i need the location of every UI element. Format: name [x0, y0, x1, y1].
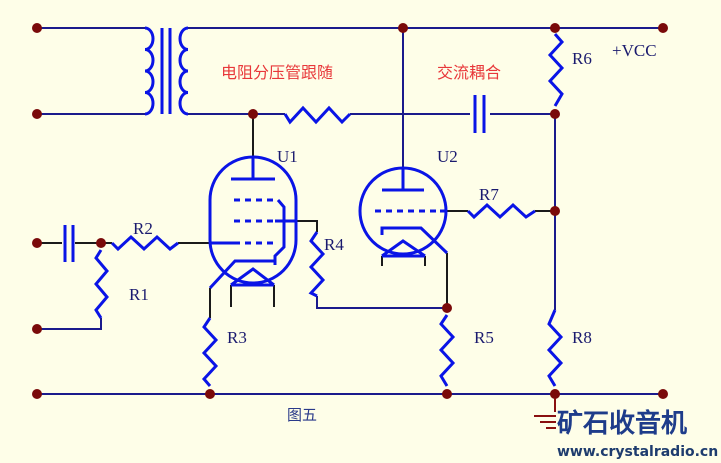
label-u2: U2 — [437, 147, 458, 166]
logo-icon — [534, 398, 556, 429]
tube-u2 — [358, 166, 449, 258]
transformer-primary-coil — [144, 26, 155, 116]
terminal-ground-right[interactable] — [658, 389, 668, 399]
junction-r6-bottom — [550, 109, 560, 119]
wires — [37, 27, 663, 395]
resistor-r7 — [466, 202, 536, 220]
terminal-input-top[interactable] — [32, 23, 42, 33]
u1-suppressor-link — [273, 199, 286, 265]
label-r8: R8 — [572, 328, 592, 347]
terminal-vcc[interactable] — [658, 23, 668, 33]
junction-u1-plate — [248, 109, 258, 119]
resistor-r1 — [94, 249, 109, 319]
resistor-r8 — [546, 309, 564, 387]
label-vcc: +VCC — [612, 41, 657, 60]
label-r7: R7 — [479, 185, 499, 204]
terminal-ground-left[interactable] — [32, 389, 42, 399]
u2-cathode — [380, 226, 449, 255]
labels: 电阻分压管跟随 交流耦合 +VCC U1 U2 R1 R2 R3 R4 R5 R… — [129, 41, 657, 424]
figure-caption: 图五 — [287, 406, 317, 424]
junction-u2-plate — [398, 23, 408, 33]
resistor-r2 — [110, 234, 179, 252]
resistor-r5 — [438, 314, 456, 387]
u1-cathode — [208, 259, 275, 290]
wire-r4-to-r5 — [316, 296, 447, 309]
u1-heater — [230, 267, 275, 287]
junction-r3-ground — [205, 389, 215, 399]
junction-r8-ground — [550, 389, 560, 399]
label-r1: R1 — [129, 285, 149, 304]
tube-u1 — [208, 155, 298, 290]
watermark-url[interactable]: www.crystalradio.cn — [557, 444, 718, 460]
u2-heater — [381, 239, 426, 258]
terminal-signal-in[interactable] — [32, 238, 42, 248]
label-r3: R3 — [227, 328, 247, 347]
resistors — [94, 33, 565, 387]
wire-screen-to-r4 — [295, 220, 318, 232]
transformer — [144, 26, 189, 116]
watermark-logo-text: 矿石收音机 — [557, 408, 687, 439]
junction-r6-top — [550, 23, 560, 33]
junction-r5-ground — [442, 389, 452, 399]
transformer-secondary-coil — [178, 26, 189, 116]
label-r5: R5 — [474, 328, 494, 347]
resistor-r3 — [201, 317, 219, 387]
input-capacitor — [63, 225, 75, 262]
annotation-ac-coupling: 交流耦合 — [437, 63, 501, 82]
terminal-signal-return[interactable] — [32, 324, 42, 334]
coupling-capacitor — [473, 95, 486, 133]
u1-envelope — [208, 155, 298, 285]
junction-r7-r8 — [550, 206, 560, 216]
terminal-input-bottom[interactable] — [32, 109, 42, 119]
junction-r1-r2 — [96, 238, 106, 248]
watermark: 矿石收音机 www.crystalradio.cn — [534, 398, 718, 460]
resistor-r6 — [547, 33, 565, 107]
label-u1: U1 — [277, 147, 298, 166]
resistor-r4 — [308, 231, 326, 298]
label-r2: R2 — [133, 219, 153, 238]
wire-r1-bottom — [37, 318, 102, 330]
label-r4: R4 — [324, 235, 344, 254]
label-r6: R6 — [572, 49, 592, 68]
resistor-divider-top — [283, 105, 352, 125]
junctions — [32, 23, 668, 399]
annotation-divider-follower: 电阻分压管跟随 — [221, 63, 333, 82]
junction-r4-r5 — [442, 303, 452, 313]
